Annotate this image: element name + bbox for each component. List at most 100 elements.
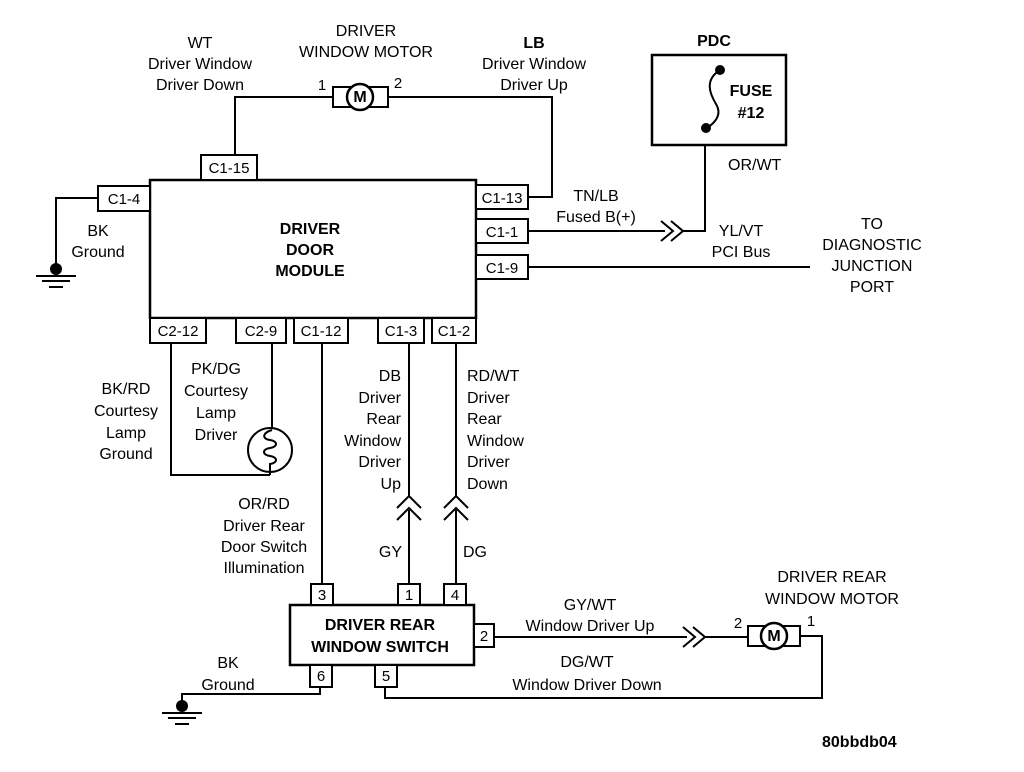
connector-c1-4: C1-4 xyxy=(97,185,151,212)
svg-text:M: M xyxy=(767,628,780,645)
svg-text:LB: LB xyxy=(523,35,544,52)
svg-text:Driver: Driver xyxy=(358,454,401,471)
driver-rear-window-motor: DRIVER REAR WINDOW MOTOR M 2 1 xyxy=(734,569,899,651)
svg-text:C1-12: C1-12 xyxy=(301,323,342,340)
svg-text:Lamp: Lamp xyxy=(106,425,146,442)
label-pk-dg: PK/DG Courtesy Lamp Driver xyxy=(184,361,248,444)
svg-text:Driver Window: Driver Window xyxy=(482,56,586,73)
svg-text:Courtesy: Courtesy xyxy=(184,383,248,400)
svg-text:YL/VT: YL/VT xyxy=(719,223,764,240)
svg-text:TN/LB: TN/LB xyxy=(573,188,618,205)
svg-text:Driver Up: Driver Up xyxy=(500,77,568,94)
switch-pin-4: 4 xyxy=(443,583,467,606)
svg-text:PK/DG: PK/DG xyxy=(191,361,241,378)
label-gy-wt: GY/WT Window Driver Up xyxy=(526,597,655,635)
svg-text:Ground: Ground xyxy=(201,677,254,694)
svg-text:Courtesy: Courtesy xyxy=(94,403,158,420)
pdc: PDC FUSE #12 xyxy=(650,33,788,147)
rear-motor-pin-2: 2 xyxy=(734,615,742,632)
svg-text:Driver: Driver xyxy=(467,454,510,471)
switch-pin-2: 2 xyxy=(473,623,495,648)
wire-wt xyxy=(234,96,333,155)
label-lb: LB Driver Window Driver Up xyxy=(482,35,586,94)
svg-text:1: 1 xyxy=(405,587,413,604)
svg-text:PCI Bus: PCI Bus xyxy=(712,244,771,261)
svg-text:WINDOW MOTOR: WINDOW MOTOR xyxy=(765,591,899,608)
label-db: DB Driver Rear Window Driver Up xyxy=(344,368,402,493)
wire-bk-ground-top xyxy=(55,197,98,268)
motor-icon-rear xyxy=(759,621,789,651)
svg-text:C2-12: C2-12 xyxy=(158,323,199,340)
svg-text:Driver Window: Driver Window xyxy=(148,56,252,73)
svg-text:C1-1: C1-1 xyxy=(486,224,519,241)
label-or-wt: OR/WT xyxy=(728,157,782,174)
motor-icon xyxy=(345,82,375,112)
svg-text:Window Driver Up: Window Driver Up xyxy=(526,618,655,635)
motor-pin-2: 2 xyxy=(394,75,402,92)
svg-text:C1-13: C1-13 xyxy=(482,190,523,207)
svg-text:Window Driver Down: Window Driver Down xyxy=(512,677,661,694)
inline-connector-gy-wt-icon xyxy=(682,626,707,648)
svg-text:C1-2: C1-2 xyxy=(438,323,471,340)
ground-icon-bottom xyxy=(162,700,202,725)
wire-dg-wt xyxy=(384,635,823,699)
label-bk-ground-bottom: BK Ground xyxy=(201,655,254,694)
svg-text:WINDOW SWITCH: WINDOW SWITCH xyxy=(311,639,449,656)
svg-text:TO: TO xyxy=(861,216,883,233)
connector-c1-2: C1-2 xyxy=(431,317,477,344)
inline-connector-gy-icon xyxy=(396,494,422,521)
svg-text:2: 2 xyxy=(480,628,488,645)
label-wt: WT Driver Window Driver Down xyxy=(148,35,252,94)
svg-text:C1-9: C1-9 xyxy=(486,260,519,277)
module-label-1: DRIVER xyxy=(280,221,341,238)
svg-text:DIAGNOSTIC: DIAGNOSTIC xyxy=(822,237,922,254)
svg-text:Driver Down: Driver Down xyxy=(156,77,244,94)
svg-text:3: 3 xyxy=(318,587,326,604)
svg-text:Window: Window xyxy=(344,433,401,450)
svg-text:Illumination: Illumination xyxy=(224,560,305,577)
label-or-rd: OR/RD Driver Rear Door Switch Illuminati… xyxy=(221,496,307,577)
connector-c2-9: C2-9 xyxy=(235,317,287,344)
svg-text:C1-15: C1-15 xyxy=(209,160,250,177)
inline-connector-dg-icon xyxy=(443,494,469,521)
module-label-3: MODULE xyxy=(275,263,345,280)
svg-text:5: 5 xyxy=(382,668,390,685)
connector-c1-3: C1-3 xyxy=(377,317,425,344)
svg-text:GY/WT: GY/WT xyxy=(564,597,617,614)
connector-c1-1: C1-1 xyxy=(475,218,529,244)
wire-bk-rd xyxy=(170,343,270,476)
connector-c1-15: C1-15 xyxy=(200,154,258,181)
connector-c1-12: C1-12 xyxy=(293,317,349,344)
label-gy: GY xyxy=(379,544,402,561)
switch-pin-6: 6 xyxy=(309,664,333,688)
rear-motor-pin-1: 1 xyxy=(807,613,815,630)
svg-text:OR/RD: OR/RD xyxy=(238,496,290,513)
svg-text:BK/RD: BK/RD xyxy=(102,381,151,398)
connector-c1-9: C1-9 xyxy=(475,254,529,280)
svg-text:BK: BK xyxy=(217,655,239,672)
label-yl-vt: YL/VT PCI Bus xyxy=(712,223,771,261)
svg-text:Driver: Driver xyxy=(467,390,510,407)
svg-text:Window: Window xyxy=(467,433,524,450)
connector-c2-12: C2-12 xyxy=(149,317,207,344)
svg-text:Down: Down xyxy=(467,476,508,493)
label-bk-rd: BK/RD Courtesy Lamp Ground xyxy=(94,381,158,463)
driver-door-module: DRIVER DOOR MODULE xyxy=(148,178,478,320)
fuse-icon xyxy=(706,69,721,129)
svg-text:4: 4 xyxy=(451,587,459,604)
module-connectors: C1-15 C1-4 C1-13 C1-1 C1-9 C2-12 C2-9 C xyxy=(97,154,529,344)
svg-text:Door Switch: Door Switch xyxy=(221,539,307,556)
svg-text:Driver: Driver xyxy=(195,427,238,444)
label-tn-lb: TN/LB Fused B(+) xyxy=(556,188,636,226)
svg-text:Up: Up xyxy=(381,476,402,493)
svg-text:DB: DB xyxy=(379,368,401,385)
svg-text:JUNCTION: JUNCTION xyxy=(832,258,913,275)
svg-text:C1-4: C1-4 xyxy=(108,191,141,208)
wire-lb xyxy=(388,96,553,198)
motor-pin-1: 1 xyxy=(318,77,326,94)
svg-text:BK: BK xyxy=(87,223,109,240)
svg-text:Rear: Rear xyxy=(467,411,502,428)
label-dg: DG xyxy=(463,544,487,561)
svg-text:RD/WT: RD/WT xyxy=(467,368,520,385)
